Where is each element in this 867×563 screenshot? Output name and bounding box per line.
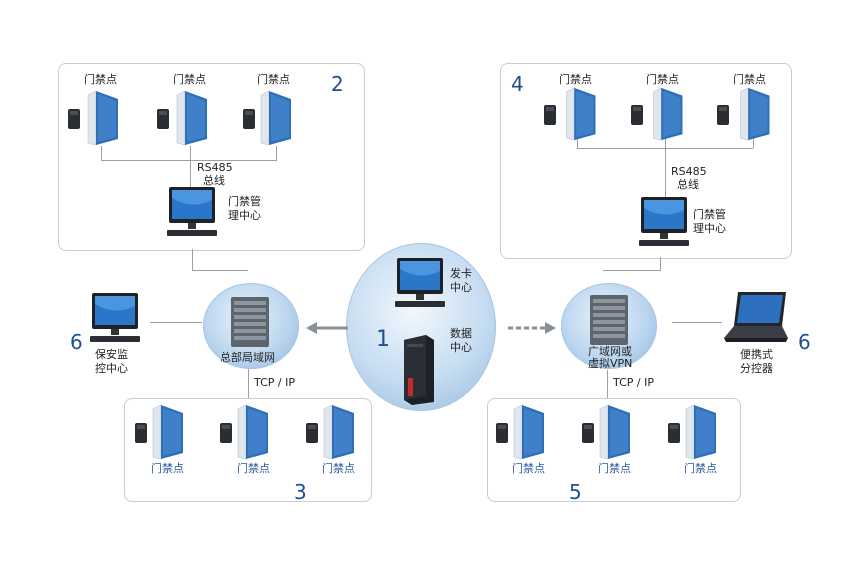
card-reader-icon	[135, 423, 147, 443]
arrow-right-dashed	[508, 322, 556, 334]
monitor-icon	[639, 197, 689, 246]
door-label: 门禁点	[598, 462, 631, 475]
link-security-hq	[150, 322, 202, 323]
door-icon	[653, 87, 683, 141]
card-reader-icon	[496, 423, 508, 443]
bus-line-2	[101, 160, 277, 161]
card-reader-icon	[306, 423, 318, 443]
data-center-label: 数据	[450, 327, 472, 340]
card-reader-icon	[68, 109, 80, 129]
link-wan-5-v	[607, 370, 608, 398]
door-icon	[152, 404, 183, 460]
bus-drop-2a	[101, 146, 102, 160]
data-center-label: 中心	[450, 341, 472, 354]
door-icon	[323, 404, 354, 460]
door-label: 门禁点	[151, 462, 184, 475]
door-icon	[566, 87, 596, 141]
bus-label-line2: 总线	[677, 178, 699, 191]
bus-drop-4c	[753, 138, 754, 148]
door-label: 门禁点	[512, 462, 545, 475]
door-icon	[513, 404, 544, 460]
network-rack-icon	[590, 295, 628, 345]
mgmt-center-label: 理中心	[693, 222, 726, 235]
door-icon	[599, 404, 630, 460]
zone-number-5: 5	[569, 480, 582, 504]
card-reader-icon	[157, 109, 169, 129]
door-icon	[685, 404, 716, 460]
link-4-wan-h	[603, 270, 661, 271]
laptop-icon	[724, 292, 788, 342]
mgmt-center-label: 门禁管	[228, 195, 261, 208]
link-4-wan-v	[660, 257, 661, 271]
network-rack-icon	[231, 297, 269, 347]
door-label: 门禁点	[257, 73, 290, 86]
zone-number-3: 3	[294, 480, 307, 504]
bus-drop-4a	[577, 138, 578, 148]
zone-number-2: 2	[331, 72, 344, 96]
monitor-icon	[167, 187, 217, 236]
bus-label-line1: RS485	[197, 161, 233, 174]
bus-label-line1: RS485	[671, 165, 707, 178]
zone-number-1: 1	[376, 327, 390, 352]
bus-drop-4b	[665, 138, 666, 200]
server-icon	[404, 335, 434, 405]
card-reader-icon	[220, 423, 232, 443]
tcpip-label: TCP / IP	[254, 376, 295, 389]
door-label: 门禁点	[84, 73, 117, 86]
monitor-icon	[395, 258, 445, 307]
door-label: 门禁点	[559, 73, 592, 86]
security-center-label: 控中心	[95, 362, 128, 375]
door-icon	[176, 90, 207, 146]
door-label: 门禁点	[733, 73, 766, 86]
bus-drop-2c	[276, 146, 277, 160]
arrow-left-solid	[306, 322, 348, 334]
card-reader-icon	[582, 423, 594, 443]
security-center-label: 保安监	[95, 348, 128, 361]
door-icon	[260, 90, 291, 146]
door-icon	[740, 87, 770, 141]
door-label: 门禁点	[237, 462, 270, 475]
door-label: 门禁点	[684, 462, 717, 475]
portable-controller-label: 分控器	[740, 362, 773, 375]
monitor-icon	[90, 293, 140, 342]
door-label: 门禁点	[646, 73, 679, 86]
wan-label: 广域网或	[588, 345, 632, 358]
hq-network-label: 总部局域网	[220, 351, 275, 364]
zone-number-6-right: 6	[798, 330, 811, 354]
door-icon	[237, 404, 268, 460]
link-2-hq-h	[192, 270, 248, 271]
portable-controller-label: 便携式	[740, 348, 773, 361]
link-wan-portable	[672, 322, 722, 323]
mgmt-center-label: 门禁管	[693, 208, 726, 221]
bus-label-line2: 总线	[203, 174, 225, 187]
zone-number-6-left: 6	[70, 330, 83, 354]
door-label: 门禁点	[322, 462, 355, 475]
mgmt-center-label: 理中心	[228, 209, 261, 222]
card-center-label: 发卡	[450, 267, 472, 280]
card-reader-icon	[668, 423, 680, 443]
link-2-hq-v	[192, 249, 193, 271]
wan-label: 虚拟VPN	[588, 357, 633, 370]
link-hq-3-v	[248, 368, 249, 398]
card-reader-icon	[544, 105, 556, 125]
bus-drop-2b	[190, 146, 191, 196]
card-center-label: 中心	[450, 281, 472, 294]
zone-number-4: 4	[511, 72, 524, 96]
door-icon	[87, 90, 118, 146]
card-reader-icon	[243, 109, 255, 129]
tcpip-label: TCP / IP	[613, 376, 654, 389]
door-label: 门禁点	[173, 73, 206, 86]
card-reader-icon	[717, 105, 729, 125]
card-reader-icon	[631, 105, 643, 125]
